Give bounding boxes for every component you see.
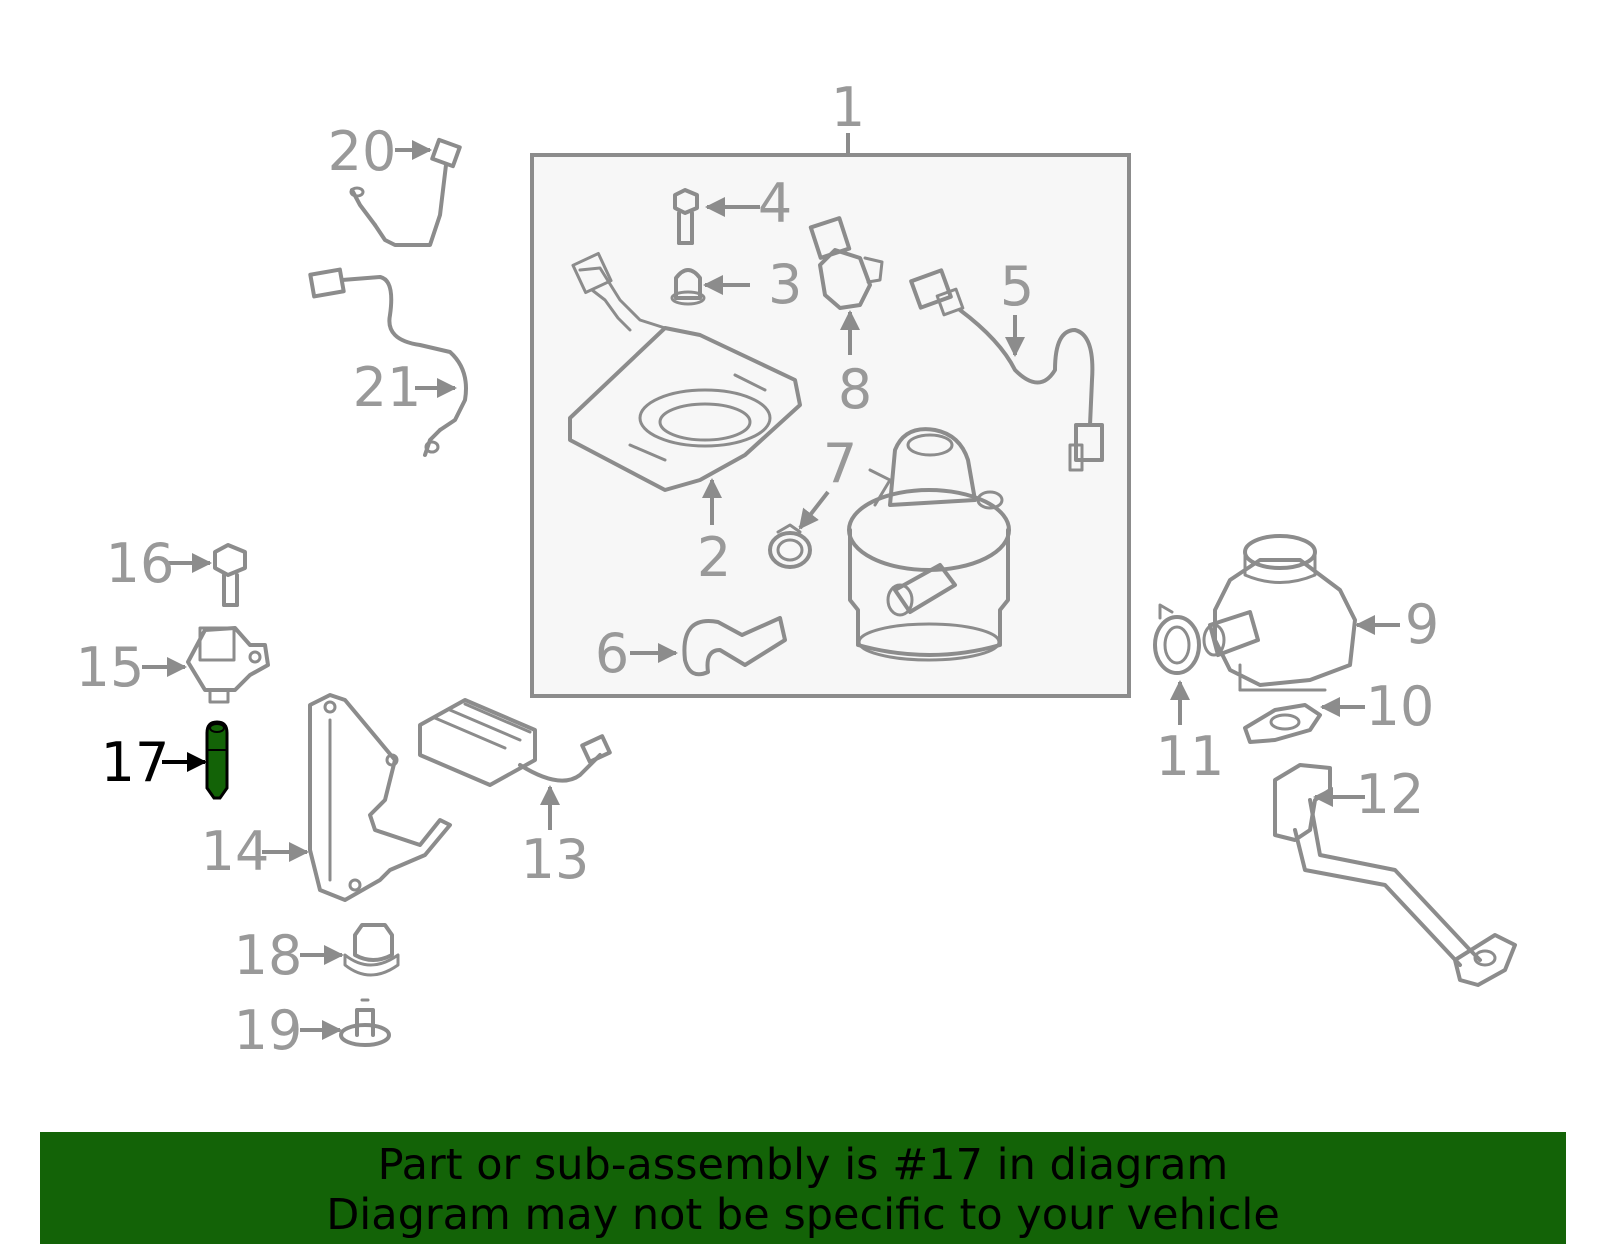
callout-8: 8 (838, 358, 872, 421)
callout-10: 10 (1366, 675, 1435, 738)
callout-12: 12 (1356, 763, 1425, 826)
part-8-sensor[interactable] (808, 216, 884, 310)
callout-3: 3 (768, 253, 802, 316)
callout-6: 6 (595, 622, 629, 685)
callout-20: 20 (328, 120, 397, 183)
info-banner: Part or sub-assembly is #17 in diagram D… (40, 1132, 1566, 1244)
callout-13: 13 (521, 828, 590, 891)
callout-15: 15 (76, 636, 145, 699)
leader-lines (142, 140, 1400, 1040)
part-7-clamp[interactable] (768, 523, 812, 569)
callout-21: 21 (353, 356, 422, 419)
banner-line-1: Part or sub-assembly is #17 in diagram (377, 1140, 1229, 1190)
banner-line-2: Diagram may not be specific to your vehi… (326, 1190, 1280, 1240)
part-5-harness[interactable] (909, 268, 1104, 472)
part-21-o2-sensor[interactable] (308, 267, 468, 457)
callout-labels: 1 2 3 4 5 6 7 8 9 10 11 12 13 14 15 16 1… (76, 76, 1440, 1062)
callout-18: 18 (234, 924, 303, 987)
callout-14: 14 (201, 820, 270, 883)
air-pump-assembly (847, 427, 1011, 662)
callout-9: 9 (1405, 593, 1439, 656)
part-18-cap[interactable] (343, 923, 400, 977)
part-3-grommet[interactable] (670, 268, 706, 306)
assembly-box-1 (530, 133, 1131, 698)
callout-1: 1 (831, 76, 865, 139)
part-10-gasket[interactable] (1243, 703, 1322, 744)
callout-7: 7 (823, 432, 857, 495)
callout-2: 2 (697, 526, 731, 589)
callout-11: 11 (1156, 725, 1225, 788)
callout-16: 16 (106, 532, 175, 595)
part-15-sensor[interactable] (186, 626, 270, 704)
part-16-bolt[interactable] (213, 543, 247, 607)
part-14-bracket[interactable] (308, 693, 452, 902)
part-17-highlighted[interactable] (205, 720, 229, 800)
part-20-o2-sensor[interactable] (349, 137, 462, 247)
part-4-bolt[interactable] (673, 188, 699, 245)
callout-4: 4 (758, 172, 792, 235)
part-11-clamp[interactable] (1153, 603, 1201, 675)
callout-19: 19 (234, 999, 303, 1062)
callout-5: 5 (1000, 255, 1034, 318)
callout-17: 17 (101, 731, 170, 794)
part-9-air-pump[interactable] (1202, 534, 1357, 692)
part-13-module[interactable] (418, 698, 612, 787)
part-6-hose[interactable] (682, 616, 787, 677)
part-19-pin[interactable] (339, 998, 391, 1047)
part-2-bracket-plate[interactable] (568, 251, 802, 492)
